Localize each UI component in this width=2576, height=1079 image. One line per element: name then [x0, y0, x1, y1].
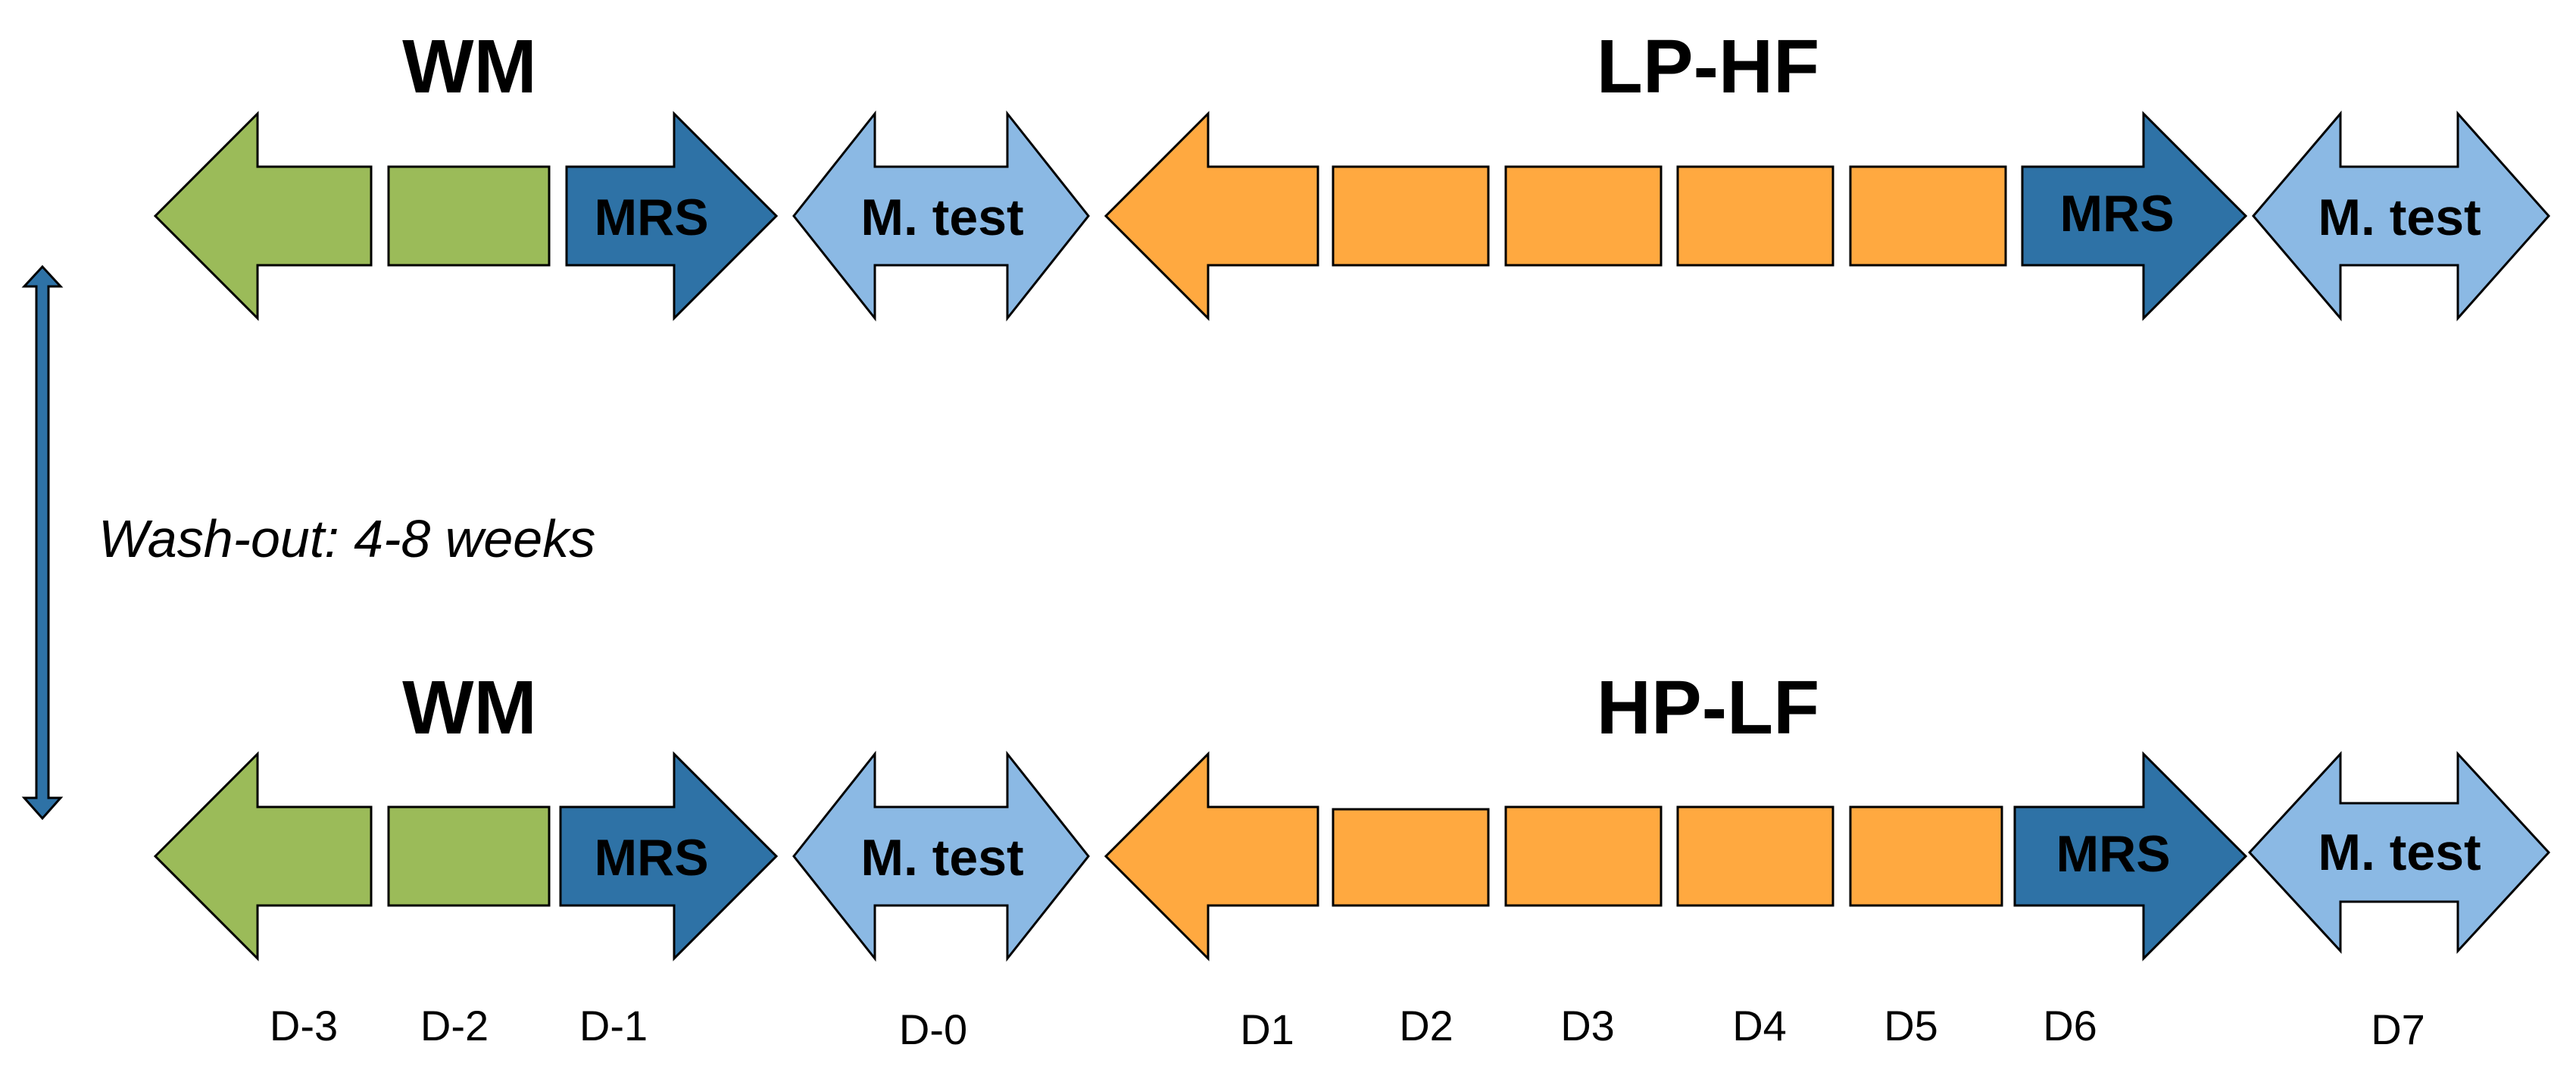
washin-heading-row-1: WM [402, 24, 537, 109]
washin-heading-row-2: WM [402, 665, 537, 750]
day-label: D-0 [899, 1006, 967, 1053]
day-label: D3 [1560, 1002, 1615, 1049]
test-double-arrow-1-row-2 [792, 750, 1090, 962]
mrs-arrow-1-row-2 [559, 751, 779, 962]
mrs-label-2-row-2: MRS [2056, 825, 2170, 883]
day-label: D-2 [420, 1002, 489, 1049]
diet-block-1-row-1 [1332, 165, 1490, 267]
day-label: D1 [1240, 1006, 1294, 1053]
day-label: D4 [1732, 1002, 1787, 1049]
timeline-row-2: WM HP-LF MRS M. test MRS M. test [153, 665, 2551, 962]
mrs-arrow-2-row-1 [2021, 111, 2248, 321]
washin-left-arrow-row-2 [153, 751, 373, 962]
day-label: D-1 [579, 1002, 648, 1049]
day-labels: D-3 D-2 D-1 D-0 D1 D2 D3 D4 D5 D6 D7 [270, 1002, 2425, 1053]
timeline-row-1: WM LP-HF MRS M. test MRS M. test [153, 24, 2551, 322]
mrs-arrow-1-row-1 [565, 111, 779, 321]
diet-left-arrow-row-2 [1104, 751, 1319, 962]
mrs-label-2-row-1: MRS [2059, 185, 2174, 242]
washout-label: Wash-out: 4-8 weeks [98, 509, 595, 568]
washin-left-arrow-row-1 [153, 111, 373, 321]
test-double-arrow-2-row-1 [2252, 110, 2551, 322]
washin-block-row-1 [387, 165, 551, 267]
diet-block-3-row-1 [1676, 165, 1834, 267]
diet-left-arrow-row-1 [1104, 111, 1319, 321]
washout-double-arrow [21, 264, 64, 821]
diet-block-2-row-1 [1504, 165, 1663, 267]
day-label: D6 [2043, 1002, 2097, 1049]
mrs-label-1-row-1: MRS [594, 189, 708, 246]
test-double-arrow-2-row-2 [2247, 751, 2551, 954]
test-label-1-row-2: M. test [860, 829, 1023, 887]
day-label: D7 [2371, 1006, 2425, 1053]
test-label-1-row-1: M. test [860, 189, 1023, 246]
diet-block-4-row-1 [1849, 165, 2007, 267]
day-label: D-3 [270, 1002, 338, 1049]
day-label: D5 [1884, 1002, 1938, 1049]
mrs-arrow-2-row-2 [2013, 751, 2248, 962]
diet-block-4-row-2 [1849, 805, 2003, 907]
test-label-2-row-1: M. test [2318, 189, 2481, 246]
washin-block-row-2 [387, 805, 551, 907]
diet-block-1-row-2 [1332, 808, 1490, 907]
diet-heading-row-1: LP-HF [1597, 24, 1819, 109]
diet-block-3-row-2 [1676, 805, 1834, 907]
test-double-arrow-1-row-1 [792, 110, 1090, 322]
diet-heading-row-2: HP-LF [1597, 665, 1819, 750]
diet-block-2-row-2 [1504, 805, 1663, 907]
mrs-label-1-row-2: MRS [594, 829, 708, 887]
day-label: D2 [1399, 1002, 1453, 1049]
test-label-2-row-2: M. test [2318, 824, 2481, 881]
